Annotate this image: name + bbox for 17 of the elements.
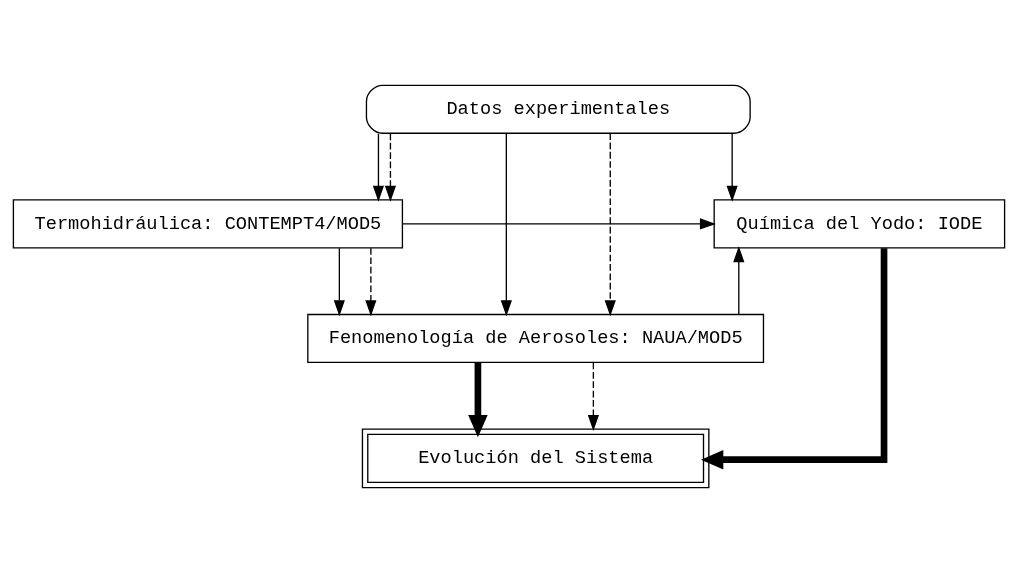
arrow <box>401 217 716 229</box>
node-box: Termohidráulica: CONTEMPT4/MOD5 <box>12 198 404 249</box>
node-box: Datos experimentales <box>365 84 751 134</box>
arrow <box>733 245 745 315</box>
node-box: Evolución del Sistema <box>361 427 710 488</box>
arrow <box>333 247 345 316</box>
arrow <box>365 247 377 316</box>
arrow <box>726 132 738 202</box>
arrow <box>372 132 385 202</box>
node-box: Fenomenología de Aerosoles: NAUA/MOD5 <box>307 313 765 363</box>
node-box: Química del Yodo: IODE <box>713 198 1006 249</box>
arrow <box>500 132 512 316</box>
arrow <box>384 132 397 202</box>
arrow <box>587 361 599 431</box>
arrow <box>468 362 488 437</box>
arrow <box>604 132 616 316</box>
arrow <box>701 247 888 469</box>
